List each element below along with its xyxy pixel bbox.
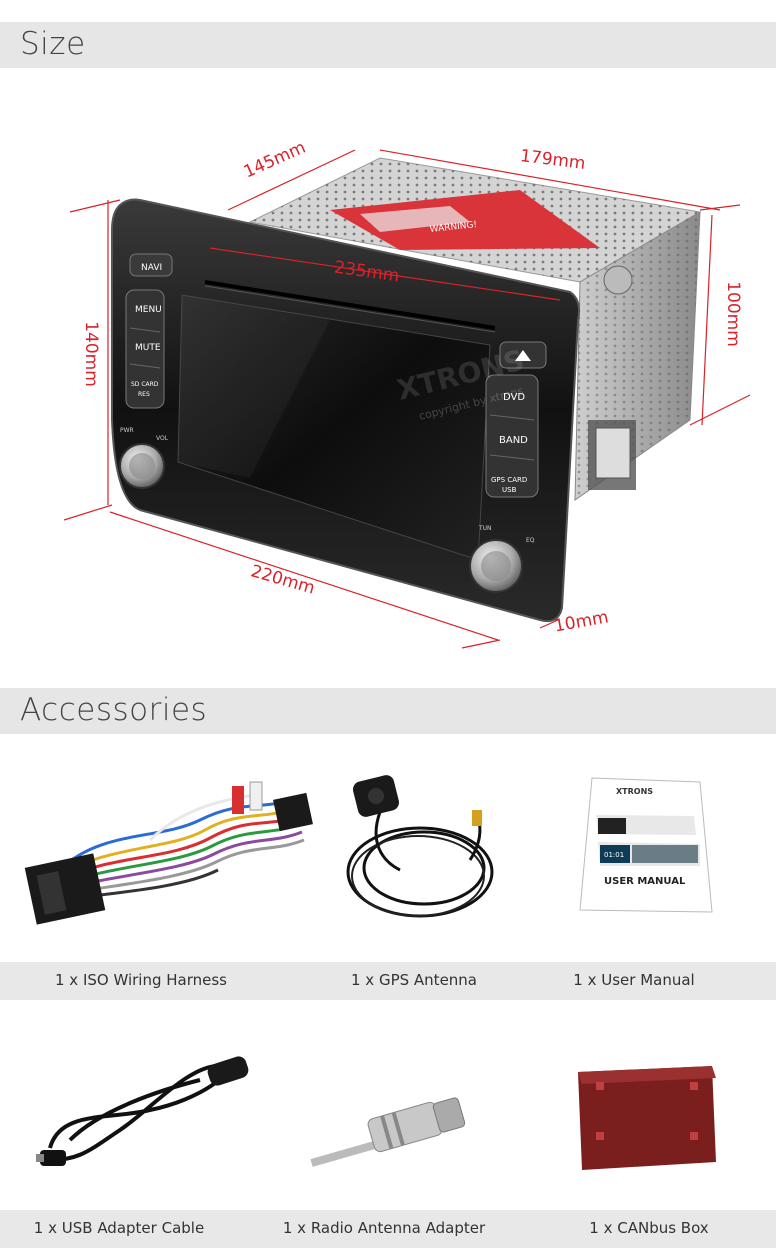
caption-iso-wiring-harness: 1 x ISO Wiring Harness [54,971,228,989]
canbus-box-image [578,1066,716,1170]
pwr-label: PWR [120,427,134,434]
dimension-height-right: 100mm [722,281,743,347]
front-panel: NAVI MENU MUTE SD CARD RES PWR VOL DVD B… [111,198,580,623]
manual-title: USER MANUAL [604,876,686,887]
tun-label: TUN [478,525,492,532]
size-section-title: Size [20,26,86,62]
iso-wiring-harness-image [24,781,313,925]
dvd-button: DVD [503,392,525,403]
metal-cage: WARNING! [248,157,702,501]
band-button: BAND [499,435,528,446]
accessories-row-1: 1 x ISO Wiring Harness 1 x GPS Antenna 1… [0,962,776,1000]
manual-brand: XTRONS [616,787,653,796]
caption-user-manual: 1 x User Manual [573,971,695,989]
accessories-section-header: Accessories [0,688,776,734]
dimension-lines [63,149,751,649]
manual-time: 01:01 [604,851,624,859]
menu-button: MENU [135,305,162,315]
usb-label: USB [502,486,517,494]
accessories-row-2: 1 x USB Adapter Cable 1 x Radio Antenna … [0,1210,776,1248]
navi-button: NAVI [141,263,162,273]
head-unit-illustration: WARNING! NAVI MENU MUTE SD CARD RES PWR … [63,149,751,649]
res-label: RES [138,391,150,398]
radio-antenna-adapter-image [310,1097,466,1167]
accessories-section-title: Accessories [20,692,208,728]
gps-card-label: GPS CARD [491,476,527,484]
warning-label: WARNING! [429,220,477,235]
caption-usb-adapter-cable: 1 x USB Adapter Cable [33,1219,205,1237]
caption-canbus-box: 1 x CANbus Box [589,1219,709,1237]
user-manual-image: XTRONS 01:01 USER MANUAL [579,777,713,913]
sd-card-label: SD CARD [131,381,159,388]
mute-button: MUTE [135,343,161,353]
vol-label: VOL [156,435,169,442]
caption-radio-antenna-adapter: 1 x Radio Antenna Adapter [282,1219,486,1237]
size-section-header: Size [0,22,776,68]
eq-label: EQ [526,537,535,544]
dimension-height-left: 140mm [80,321,101,387]
gps-antenna-image [346,775,494,918]
caption-gps-antenna: 1 x GPS Antenna [351,971,477,989]
usb-adapter-cable-image [36,1056,249,1166]
